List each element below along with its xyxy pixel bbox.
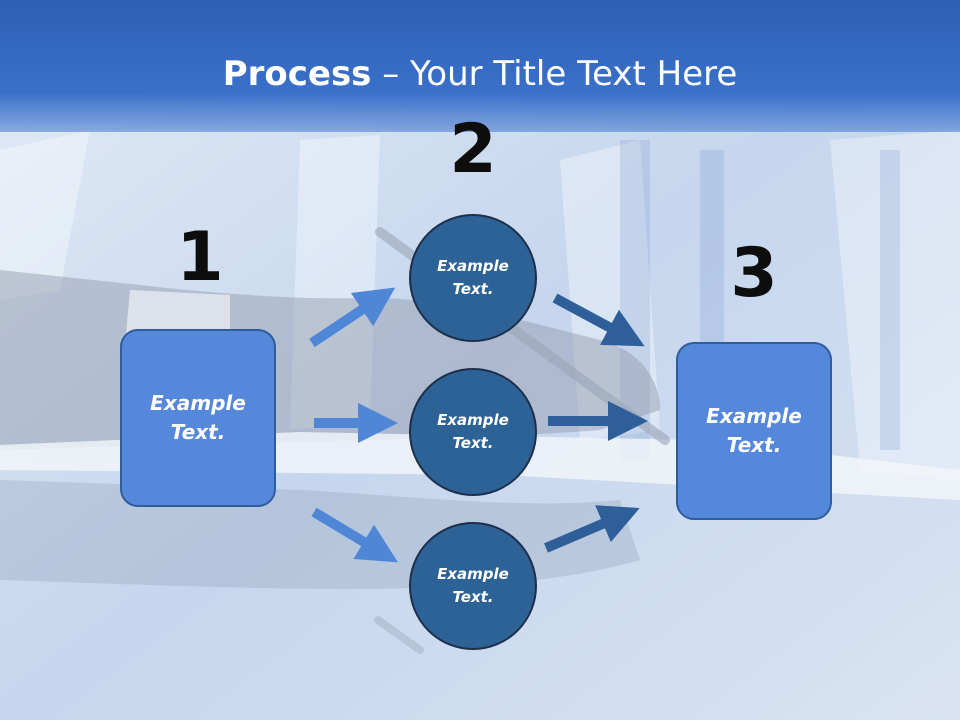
title-bar [0,0,960,132]
arrow-top-circle-to-3 [552,293,645,347]
circle-middle-text: Example Text. [437,411,509,452]
circle-top-text: Example Text. [437,257,509,298]
arrow-bottom-circle-to-3 [544,505,640,553]
arrow-1-to-bottom-circle [311,507,399,563]
step-number-2: 2 [449,110,497,189]
step-2-circle-top[interactable]: Example Text. [409,214,537,342]
step-2-circle-bottom[interactable]: Example Text. [409,522,537,650]
step-3-box[interactable]: Example Text. [676,342,832,520]
step-1-box[interactable]: Example Text. [120,329,276,507]
slide-title: Process – Your Title Text Here [0,52,960,96]
arrow-1-to-top-circle [309,287,396,348]
step-2-circle-middle[interactable]: Example Text. [409,368,537,496]
step-3-text: Example Text. [706,404,802,457]
title-bold: Process [222,54,372,94]
title-rest: – Your Title Text Here [371,54,738,94]
step-1-text: Example Text. [150,391,246,444]
step-number-1: 1 [176,218,224,297]
circle-bottom-text: Example Text. [437,565,509,606]
step-number-3: 3 [730,234,778,313]
